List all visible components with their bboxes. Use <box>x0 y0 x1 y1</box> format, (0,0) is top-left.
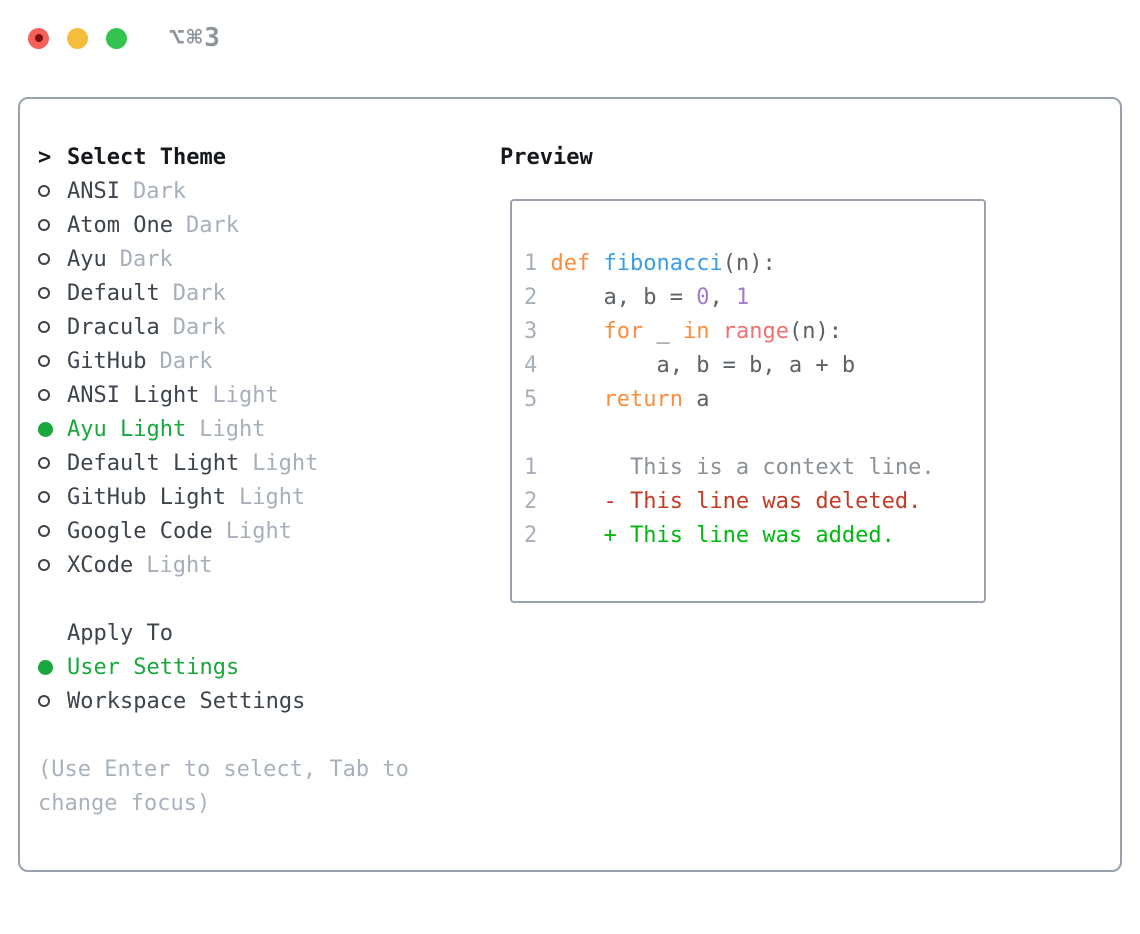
radio-icon <box>38 559 67 571</box>
theme-menu-title: Select Theme <box>67 144 226 170</box>
theme-menu-header: > Select Theme <box>38 140 500 174</box>
apply-to-header: Apply To <box>38 616 500 650</box>
apply-to-option-name: User Settings <box>67 654 240 680</box>
radio-icon <box>38 389 67 401</box>
theme-option[interactable]: GitHub Dark <box>38 344 500 378</box>
theme-option-name: Default <box>67 280 160 306</box>
theme-option-name: Dracula <box>67 314 160 340</box>
apply-to-option-name: Workspace Settings <box>67 688 306 714</box>
theme-option-name: Atom One <box>67 212 173 238</box>
code-line: 5 return a <box>524 387 710 412</box>
radio-icon <box>38 253 67 265</box>
radio-icon <box>38 185 67 197</box>
theme-option-tag: Light <box>238 484 306 510</box>
apply-to-option[interactable]: User Settings <box>38 650 500 684</box>
theme-option[interactable]: Default Dark <box>38 276 500 310</box>
theme-option[interactable]: Dracula Dark <box>38 310 500 344</box>
hint-text: (Use Enter to select, Tab to change focus… <box>38 752 500 820</box>
code-line: 2 + This line was added. <box>524 523 895 548</box>
theme-option-tag: Light <box>199 416 266 442</box>
window-shortcut-label: ⌥⌘3 <box>169 23 222 53</box>
code-line: 2 a, b = 0, 1 <box>524 285 750 310</box>
close-button[interactable] <box>28 27 49 49</box>
theme-option-name: Ayu <box>67 246 107 272</box>
hint-line: change focus) <box>38 790 211 816</box>
theme-option-name: ANSI <box>67 178 120 204</box>
radio-selected-icon <box>38 421 67 437</box>
radio-icon <box>38 321 67 333</box>
preview-pane: Preview 1 def fibonacci(n): 2 a, b = 0, 1… <box>500 140 1120 870</box>
theme-option-name: Ayu Light <box>67 416 187 442</box>
spacer <box>38 718 500 752</box>
code-line: 1 This is a context line. <box>524 455 935 480</box>
radio-icon <box>38 219 67 231</box>
theme-option-name: Default Light <box>67 450 240 476</box>
theme-option[interactable]: ANSI Dark <box>38 174 500 208</box>
theme-option[interactable]: Default Light Light <box>38 446 500 480</box>
radio-selected-icon <box>38 659 67 675</box>
theme-option-name: GitHub <box>67 348 147 374</box>
apply-to-option[interactable]: Workspace Settings <box>38 684 500 718</box>
theme-option-name: ANSI Light <box>67 382 200 408</box>
radio-icon <box>38 457 67 469</box>
theme-option[interactable]: XCode Light <box>38 548 500 582</box>
radio-icon <box>38 287 67 299</box>
theme-option[interactable]: Atom One Dark <box>38 208 500 242</box>
minimize-button[interactable] <box>67 27 88 49</box>
hint-line: (Use Enter to select, Tab to <box>38 756 409 782</box>
code-line: 1 def fibonacci(n): <box>524 251 776 276</box>
titlebar: ⌥⌘3 <box>0 0 1140 76</box>
theme-option-tag: Dark <box>172 280 226 306</box>
code-blank-line <box>524 417 984 451</box>
theme-option[interactable]: GitHub Light Light <box>38 480 500 514</box>
theme-option-name: GitHub Light <box>67 484 226 510</box>
radio-icon <box>38 525 67 537</box>
theme-option[interactable]: Ayu Dark <box>38 242 500 276</box>
theme-option-tag: Light <box>252 450 319 476</box>
zoom-button[interactable] <box>106 27 127 49</box>
prompt-icon: > <box>38 144 52 170</box>
theme-option-tag: Dark <box>185 212 239 238</box>
code-line: 2 - This line was deleted. <box>524 489 922 514</box>
theme-option[interactable]: Ayu Light Light <box>38 412 500 446</box>
theme-option-name: Google Code <box>67 518 213 544</box>
preview-title: Preview <box>500 144 593 170</box>
traffic-lights <box>28 27 127 49</box>
preview-code-box: 1 def fibonacci(n): 2 a, b = 0, 1 3 for _ … <box>510 199 986 603</box>
theme-option[interactable]: ANSI Light Light <box>38 378 500 412</box>
radio-icon <box>38 355 67 367</box>
theme-option-tag: Dark <box>159 348 213 374</box>
theme-option-tag: Light <box>225 518 292 544</box>
code-line: 3 for _ in range(n): <box>524 319 842 344</box>
spacer <box>38 582 500 616</box>
theme-option-tag: Dark <box>119 246 173 272</box>
apply-to-title: Apply To <box>67 620 173 646</box>
theme-option[interactable]: Google Code Light <box>38 514 500 548</box>
theme-option-name: XCode <box>67 552 134 578</box>
theme-option-tag: Light <box>146 552 213 578</box>
theme-option-tag: Dark <box>172 314 226 340</box>
radio-icon <box>38 695 67 707</box>
theme-option-tag: Light <box>212 382 279 408</box>
theme-option-tag: Dark <box>132 178 186 204</box>
code-line: 4 a, b = b, a + b <box>524 353 856 378</box>
radio-icon <box>38 491 67 503</box>
